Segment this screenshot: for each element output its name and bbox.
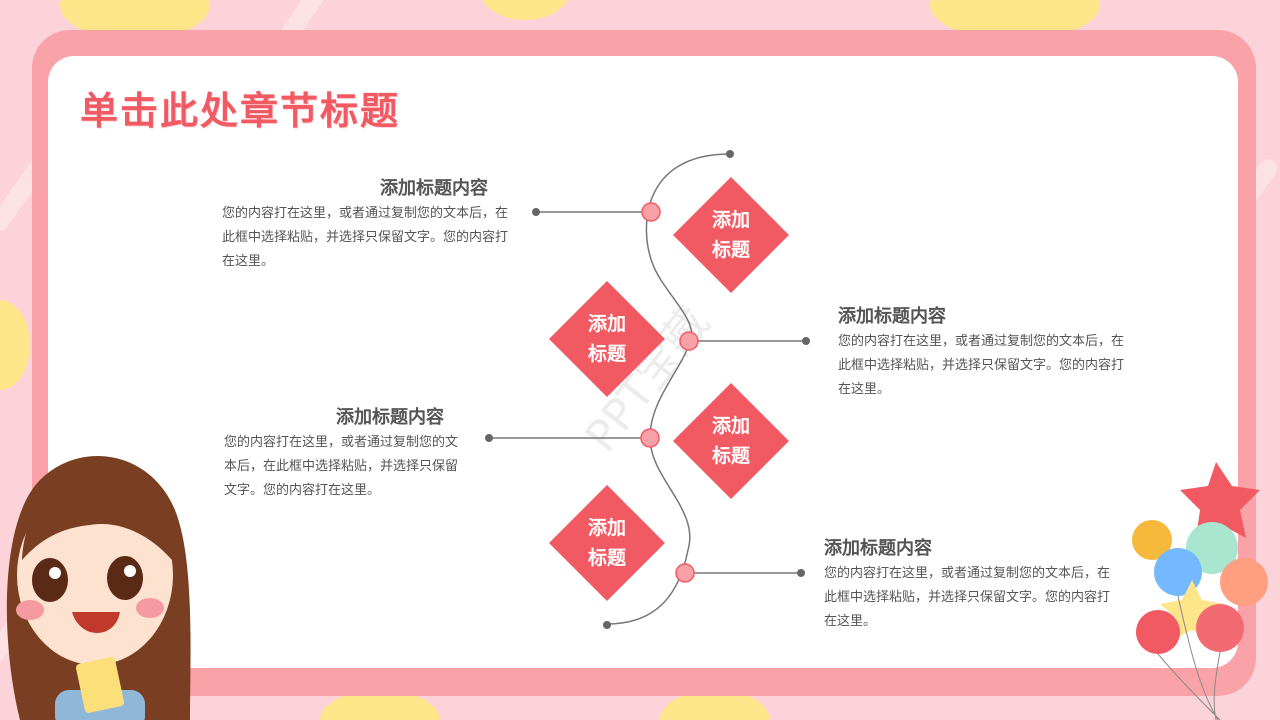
diamond-label-line: 添加 (711, 209, 750, 231)
diamond-label[interactable]: 添加 标题 (690, 400, 772, 482)
connector-dot (797, 569, 805, 577)
diamond-label[interactable]: 添加 标题 (566, 502, 648, 584)
timeline-node (641, 202, 661, 222)
diamond-label-line: 添加 (587, 517, 626, 539)
diamond-label[interactable]: 添加 标题 (690, 194, 772, 276)
timeline-node (679, 331, 699, 351)
cartoon-girl-illustration (6, 456, 191, 720)
item-body[interactable]: 您的内容打在这里，或者通过复制您的文本后，在此框中选择粘贴，并选择只保留文字。您… (222, 206, 509, 269)
timeline-curve (606, 153, 731, 625)
timeline-node (675, 563, 695, 583)
timeline-node (640, 428, 660, 448)
diamond-label-line: 添加 (711, 415, 750, 437)
balloons-illustration (1132, 462, 1268, 720)
item-body[interactable]: 您的内容打在这里，或者通过复制您的文本后，在此框中选择粘贴，并选择只保留文字。您… (224, 435, 459, 498)
timeline-end-dot (726, 150, 734, 158)
item-body[interactable]: 您的内容打在这里，或者通过复制您的文本后，在此框中选择粘贴，并选择只保留文字。您… (824, 566, 1111, 629)
diamond-label-line: 标题 (711, 445, 750, 467)
content-card (48, 56, 1238, 668)
timeline-end-dot (603, 621, 611, 629)
diamond-label[interactable]: 添加 标题 (566, 298, 648, 380)
item-title[interactable]: 添加标题内容 (824, 538, 932, 559)
diamond-label-line: 标题 (587, 547, 626, 569)
diamond-label-line: 标题 (587, 343, 626, 365)
diamond-label-line: 标题 (711, 239, 750, 261)
item-body[interactable]: 您的内容打在这里，或者通过复制您的文本后，在此框中选择粘贴，并选择只保留文字。您… (838, 334, 1125, 397)
connector-dot (485, 434, 493, 442)
connector-dot (802, 337, 810, 345)
item-title[interactable]: 添加标题内容 (838, 306, 946, 327)
page-title[interactable]: 单击此处章节标题 (80, 88, 401, 133)
item-title[interactable]: 添加标题内容 (336, 407, 444, 428)
item-title[interactable]: 添加标题内容 (380, 178, 488, 199)
diamond-label-line: 添加 (587, 313, 626, 335)
connector-dot (532, 208, 540, 216)
